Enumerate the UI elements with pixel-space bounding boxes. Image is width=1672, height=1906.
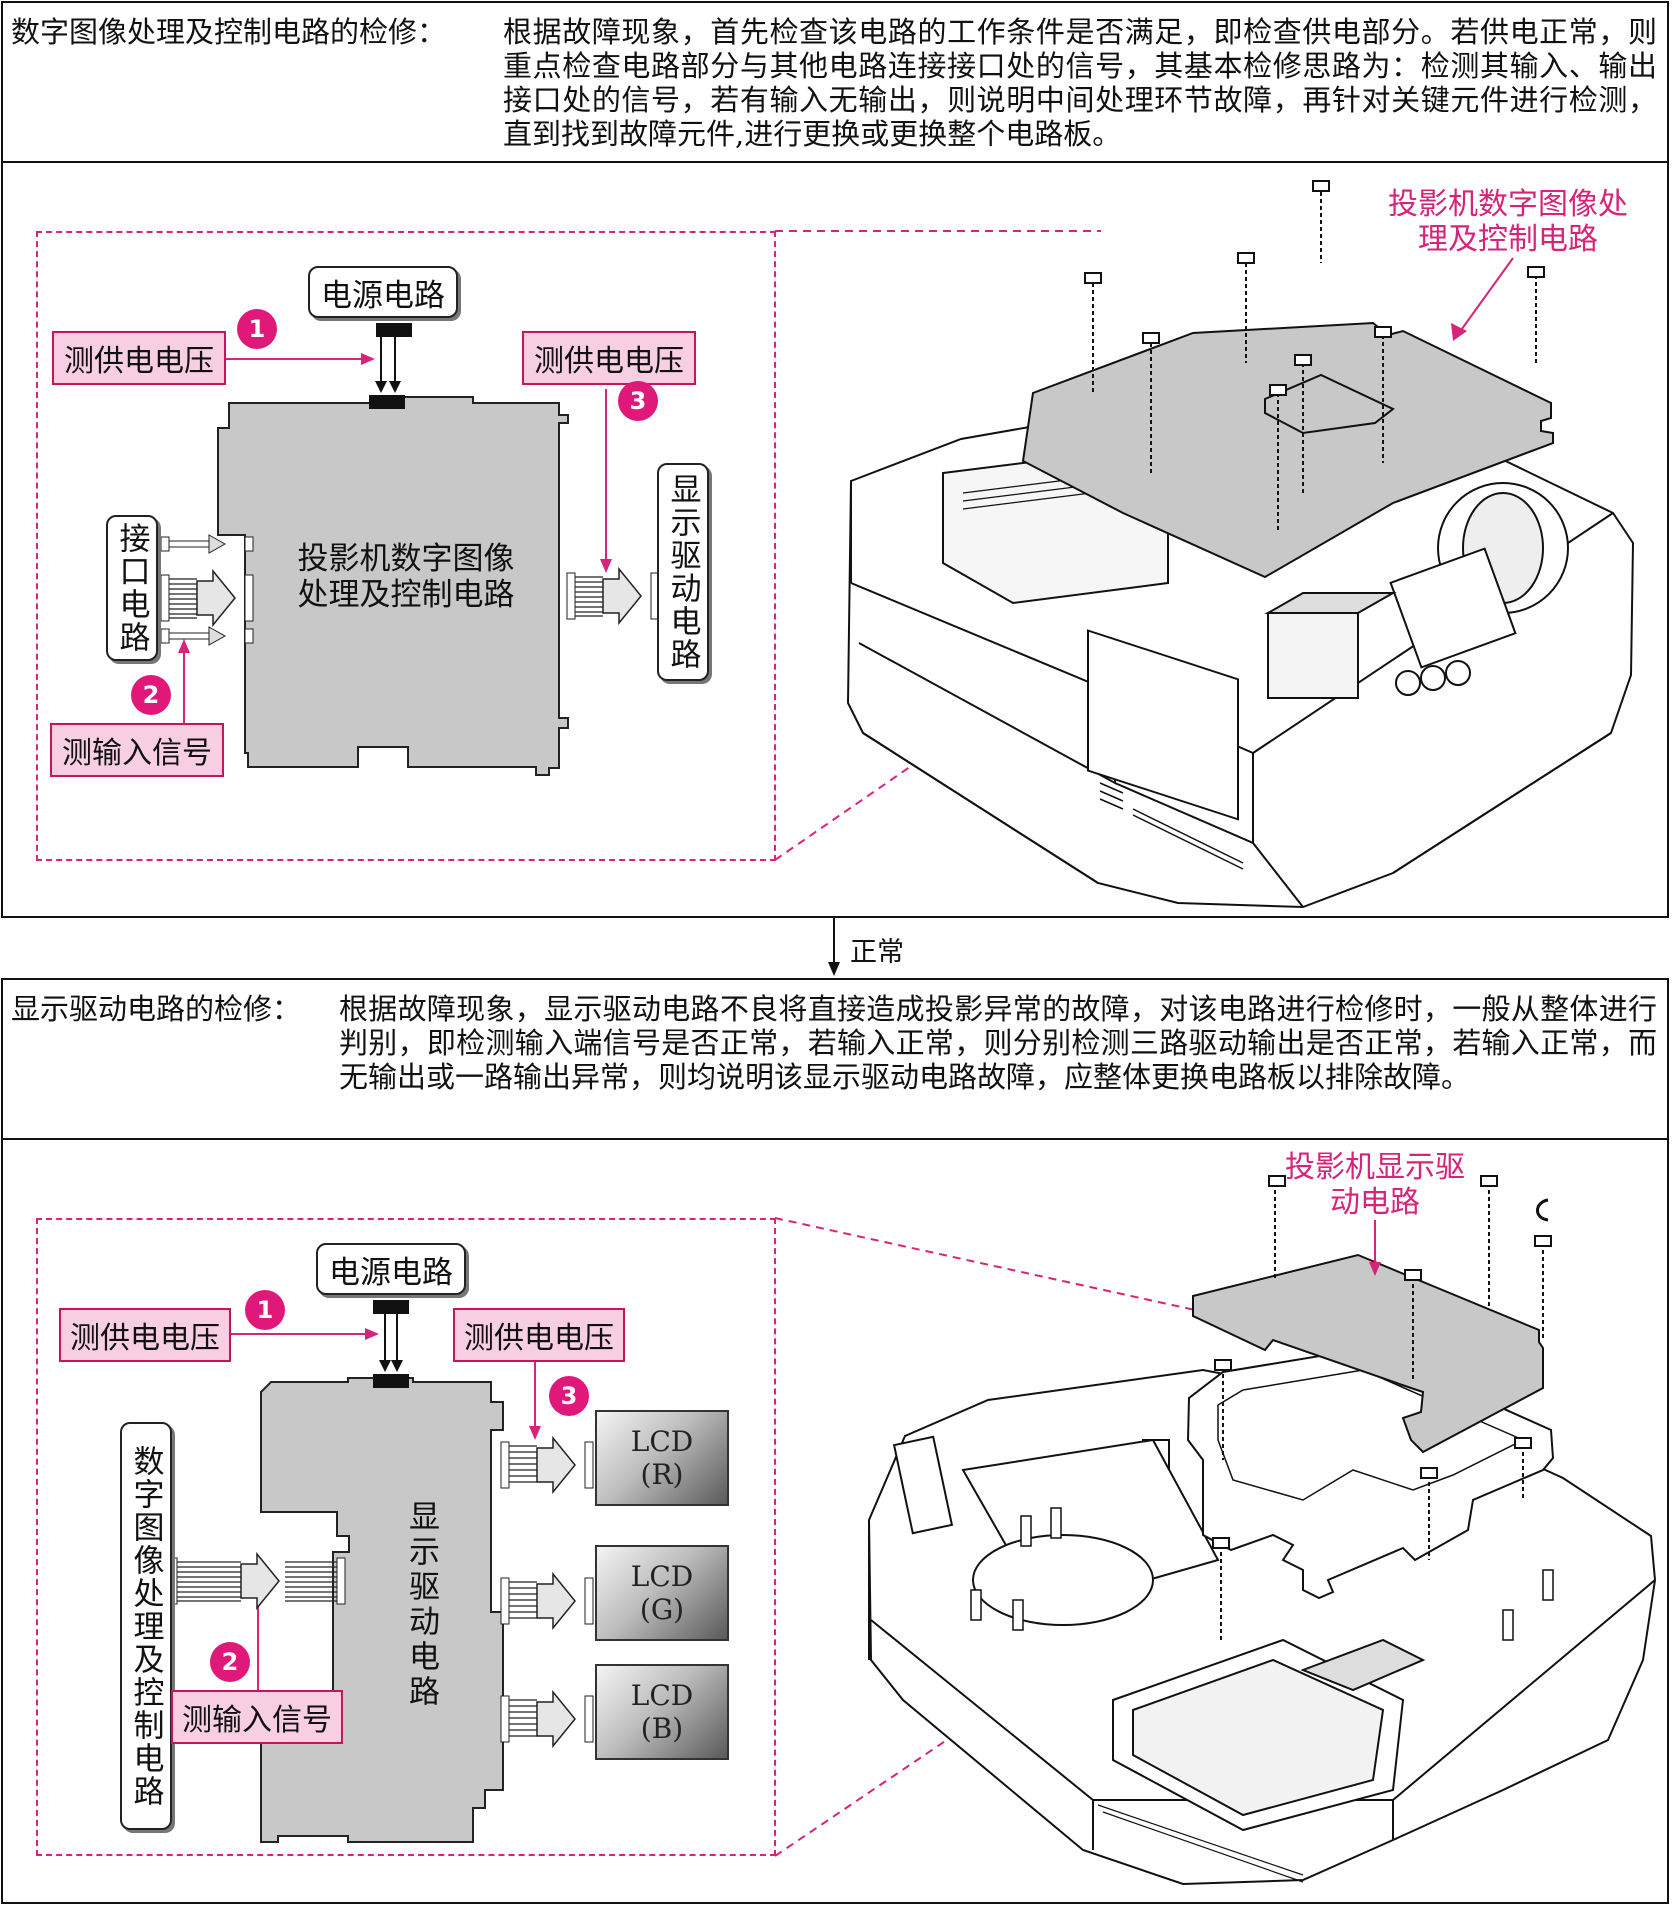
lcd-b-name: LCD xyxy=(630,1679,694,1712)
lcd-g-name: LCD xyxy=(630,1560,694,1593)
section1-graphics xyxy=(160,180,1635,909)
digital-board-plate xyxy=(1021,321,1554,579)
step1-box: 测供电电压 xyxy=(52,331,226,385)
source-circuit-label: 数字图像处理及控制电路 xyxy=(127,1444,164,1808)
step1-box-2: 测供电电压 xyxy=(59,1308,231,1362)
flow-arrow xyxy=(828,916,840,976)
driver-board-label: 显示驱动电路 xyxy=(403,1500,439,1710)
block-diagram-frame xyxy=(36,231,776,861)
lcd-b: LCD (B) xyxy=(595,1664,729,1760)
section2-graphics xyxy=(168,1175,1657,1886)
lcd-g: LCD (G) xyxy=(595,1545,729,1641)
step3-label: 测供电电压 xyxy=(534,344,684,379)
lcd-b-channel: (B) xyxy=(640,1712,684,1745)
step2-badge-2: 2 xyxy=(210,1642,250,1682)
lcd-r-name: LCD xyxy=(630,1425,694,1458)
lcd-r: LCD (R) xyxy=(595,1410,729,1506)
screws-top xyxy=(1084,180,1545,533)
section2-text: 显示驱动电路的检修： 根据故障现象，显示驱动电路不良将直接造成投影异常的故障，对… xyxy=(1,978,1669,1140)
digital-board-label: 投影机数字图像处理及控制电路 xyxy=(297,541,515,613)
cable-output-g xyxy=(500,1571,594,1631)
section1-diagram: 电源电路 接口电路 显示驱动电路 投影机数字图像处理及控制电路 测供电电压 1 … xyxy=(1,161,1669,918)
driver-board-callout: 投影机显示驱动电路 xyxy=(1285,1150,1465,1220)
digital-board-callout: 投影机数字图像处理及控制电路 xyxy=(1388,187,1628,257)
step2-label: 测输入信号 xyxy=(62,736,212,771)
block-diagram-frame-2 xyxy=(36,1218,776,1856)
cable-output-b xyxy=(500,1689,594,1749)
projector-illustration-top xyxy=(846,411,1635,909)
lcd-g-channel: (G) xyxy=(639,1593,685,1626)
step3-badge: 3 xyxy=(618,381,658,421)
interface-circuit-label: 接口电路 xyxy=(113,522,150,654)
cable-input xyxy=(168,1551,346,1611)
cable-to-display xyxy=(566,566,660,626)
driver-board-shape xyxy=(260,1377,504,1843)
cable-wide-middle xyxy=(160,568,254,628)
section2-body: 根据故障现象，显示驱动电路不良将直接造成投影异常的故障，对该电路进行检修时，一般… xyxy=(339,992,1657,1094)
power-circuit-label-2: 电源电路 xyxy=(329,1254,453,1291)
source-circuit-block: 数字图像处理及控制电路 xyxy=(120,1422,172,1830)
screws-bottom xyxy=(1212,1175,1552,1640)
power-circuit-block: 电源电路 xyxy=(308,266,458,318)
cable-small-bottom xyxy=(160,626,254,646)
step1-label-2: 测供电电压 xyxy=(70,1321,220,1356)
section1-label: 数字图像处理及控制电路的检修： xyxy=(11,15,447,49)
power-circuit-label: 电源电路 xyxy=(321,277,445,314)
section1-body: 根据故障现象，首先检查该电路的工作条件是否满足，即检查供电部分。若供电正常，则重… xyxy=(503,15,1657,151)
lcd-r-channel: (R) xyxy=(640,1458,684,1491)
cable-small-top xyxy=(160,534,254,554)
step2-label-2: 测输入信号 xyxy=(182,1703,332,1738)
step3-badge-2: 3 xyxy=(549,1376,589,1416)
step3-box-2: 测供电电压 xyxy=(453,1308,625,1362)
display-driver-block: 显示驱动电路 xyxy=(657,463,709,681)
step1-badge-2: 1 xyxy=(245,1290,285,1330)
driver-board-plate xyxy=(1192,1253,1544,1454)
interface-circuit-block: 接口电路 xyxy=(106,515,158,661)
step2-badge: 2 xyxy=(131,675,171,715)
step3-label-2: 测供电电压 xyxy=(464,1321,614,1356)
section2-label: 显示驱动电路的检修： xyxy=(11,992,302,1026)
section1-text: 数字图像处理及控制电路的检修： 根据故障现象，首先检查该电路的工作条件是否满足，… xyxy=(1,1,1669,163)
step1-badge: 1 xyxy=(237,309,277,349)
step3-box: 测供电电压 xyxy=(522,331,696,385)
step2-box: 测输入信号 xyxy=(50,723,224,777)
cable-output-r xyxy=(500,1435,594,1495)
display-driver-label: 显示驱动电路 xyxy=(664,473,701,671)
power-circuit-block-2: 电源电路 xyxy=(316,1243,466,1295)
digital-board-shape xyxy=(217,396,569,776)
step1-label: 测供电电压 xyxy=(64,344,214,379)
flow-normal-label: 正常 xyxy=(850,937,904,968)
section2-diagram: 电源电路 数字图像处理及控制电路 显示驱动电路 LCD (R) LCD (G) … xyxy=(1,1138,1669,1904)
step2-box-2: 测输入信号 xyxy=(171,1690,343,1744)
